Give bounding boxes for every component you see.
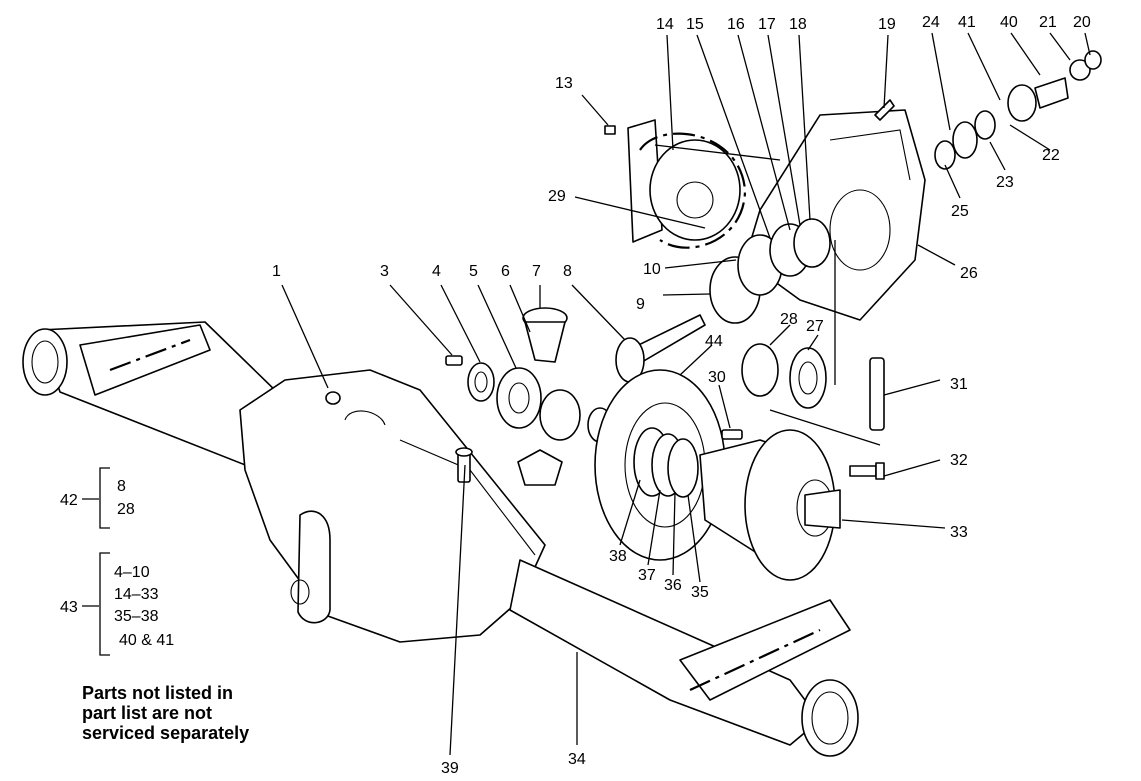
callout-1: 1 (272, 263, 281, 280)
callout-numbers: 1 3 4 5 6 7 8 9 10 13 14 15 16 17 18 19 … (272, 14, 1091, 777)
group-42-item: 8 (117, 478, 126, 495)
callout-18: 18 (789, 16, 807, 33)
axle-housing-center (239, 369, 546, 643)
callout-21: 21 (1039, 14, 1057, 31)
differential-case-33 (699, 429, 841, 581)
group-43: 43 4–10 14–33 35–38 40 & 41 (60, 552, 174, 656)
callout-13: 13 (555, 75, 573, 92)
callout-32: 32 (950, 452, 968, 469)
pin-30 (721, 429, 743, 440)
pinion-gear-7 (522, 307, 568, 363)
callout-7: 7 (532, 263, 541, 280)
callout-38: 38 (609, 548, 627, 565)
group-43-item: 40 & 41 (119, 632, 174, 649)
side-gear-5 (496, 367, 613, 443)
callout-19: 19 (878, 16, 896, 33)
callout-26: 26 (960, 265, 978, 282)
bearings-9-18 (709, 218, 831, 324)
shims-35-38 (633, 427, 699, 498)
group-42-item: 28 (117, 501, 135, 518)
group-42-label: 42 (60, 492, 78, 509)
callout-44: 44 (705, 333, 723, 350)
axle-tube-left (22, 321, 281, 471)
group-43-item: 4–10 (114, 564, 150, 581)
service-note: Parts not listed in part list are not se… (82, 683, 312, 743)
axle-tube-right (509, 559, 859, 757)
pinion-gear-lower (517, 449, 563, 486)
washer-4 (467, 362, 495, 402)
callout-34: 34 (568, 751, 586, 768)
callout-29: 29 (548, 188, 566, 205)
group-42: 42 8 28 (60, 467, 135, 529)
callout-24: 24 (922, 14, 940, 31)
callout-40: 40 (1000, 14, 1018, 31)
callout-5: 5 (469, 263, 478, 280)
callout-36: 36 (664, 577, 682, 594)
service-note-line: Parts not listed in (82, 683, 234, 703)
callout-23: 23 (996, 174, 1014, 191)
callout-8: 8 (563, 263, 572, 280)
leader-lines (281, 32, 1091, 756)
callout-20: 20 (1073, 14, 1091, 31)
callout-3: 3 (380, 263, 389, 280)
callout-41: 41 (958, 14, 976, 31)
service-note-line: serviced separately (82, 723, 250, 743)
bolt-19 (874, 99, 895, 121)
callout-25: 25 (951, 203, 969, 220)
callout-30: 30 (708, 369, 726, 386)
input-parts-20-25 (934, 50, 1102, 170)
callout-37: 37 (638, 567, 656, 584)
callout-28: 28 (780, 311, 798, 328)
callout-27: 27 (806, 318, 824, 335)
callout-31: 31 (950, 376, 968, 393)
shaft-31 (869, 357, 885, 431)
group-43-item: 14–33 (114, 586, 159, 603)
callout-6: 6 (501, 263, 510, 280)
service-note-line: part list are not (82, 703, 213, 723)
callout-39: 39 (441, 760, 459, 777)
group-43-item: 35–38 (114, 608, 159, 625)
callout-15: 15 (686, 16, 704, 33)
pin-3 (445, 355, 463, 366)
group-43-label: 43 (60, 599, 78, 616)
bolt-32 (849, 462, 885, 480)
callout-35: 35 (691, 584, 709, 601)
callout-22: 22 (1042, 147, 1060, 164)
callout-16: 16 (727, 16, 745, 33)
drive-pinion-8 (615, 314, 706, 383)
cover-plate-14 (604, 119, 747, 249)
callout-14: 14 (656, 16, 674, 33)
bearing-27-28 (741, 343, 827, 409)
callout-33: 33 (950, 524, 968, 541)
callout-17: 17 (758, 16, 776, 33)
callout-10: 10 (643, 261, 661, 278)
callout-9: 9 (636, 296, 645, 313)
callout-4: 4 (432, 263, 441, 280)
